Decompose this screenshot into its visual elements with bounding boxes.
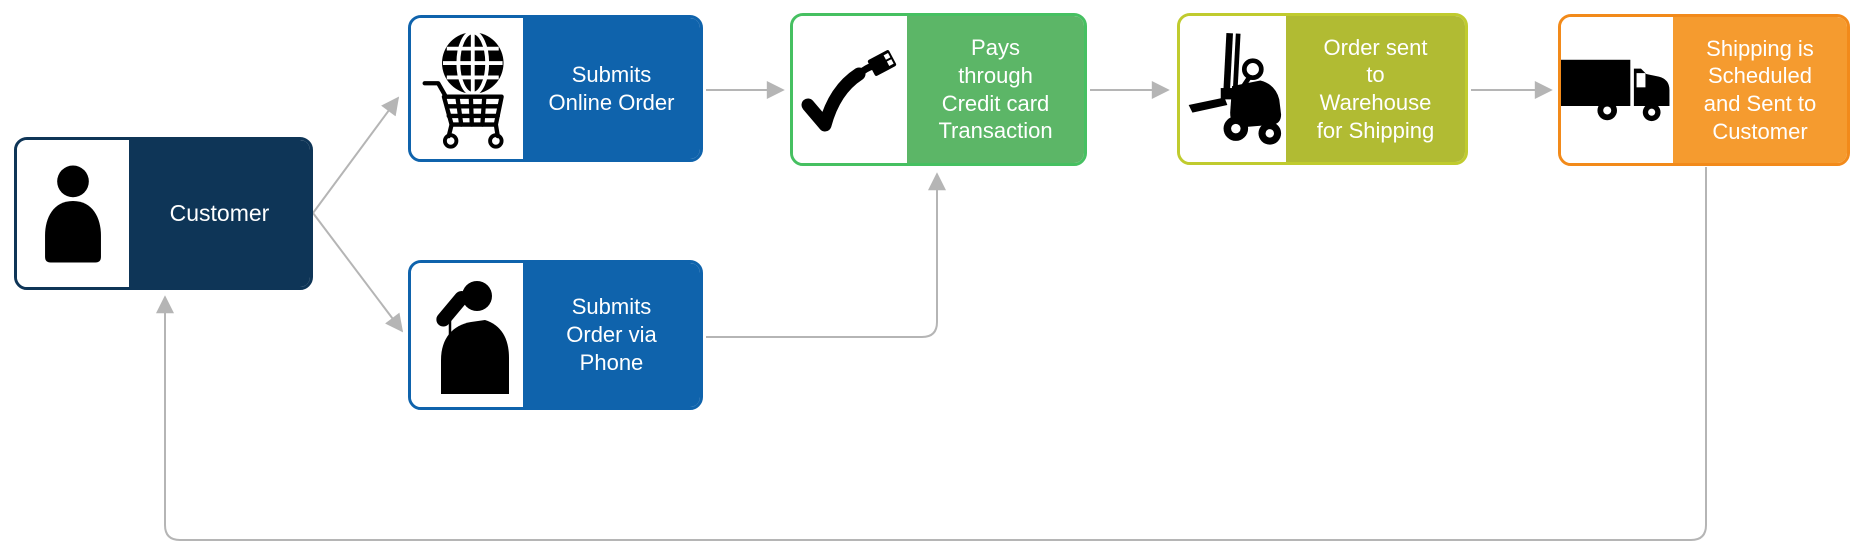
edge-shipping-back-to-customer [156, 167, 1707, 541]
node-icon-panel [1561, 17, 1673, 163]
truck-icon [1561, 59, 1670, 122]
node-pays-credit-card: Pays through Credit card Transaction [790, 13, 1087, 166]
node-customer: Customer [14, 137, 313, 290]
edge-customer-to-online [312, 96, 400, 214]
node-shipping-scheduled: Shipping is Scheduled and Sent to Custom… [1558, 14, 1850, 166]
node-icon-panel [411, 18, 523, 159]
node-label: Submits Order via Phone [523, 263, 700, 407]
node-label: Order sent to Warehouse for Shipping [1286, 16, 1465, 162]
node-icon-panel [793, 16, 907, 163]
node-label: Pays through Credit card Transaction [907, 16, 1084, 163]
node-icon-panel [1180, 16, 1286, 162]
edge-customer-to-phone [312, 212, 404, 333]
node-icon-panel [17, 140, 129, 287]
node-label: Customer [129, 140, 310, 287]
node-label: Shipping is Scheduled and Sent to Custom… [1673, 17, 1847, 163]
node-order-to-warehouse: Order sent to Warehouse for Shipping [1177, 13, 1468, 165]
node-label: Submits Online Order [523, 18, 700, 159]
edge-phone-to-credit [706, 172, 946, 338]
node-icon-panel [411, 263, 523, 407]
globe-cart-icon [422, 29, 504, 149]
node-submit-online-order: Submits Online Order [408, 15, 703, 162]
phone-person-icon [436, 281, 509, 394]
forklift-icon [1188, 32, 1282, 145]
person-icon [45, 165, 101, 262]
check-plug-icon [801, 49, 897, 131]
node-submit-order-by-phone: Submits Order via Phone [408, 260, 703, 410]
